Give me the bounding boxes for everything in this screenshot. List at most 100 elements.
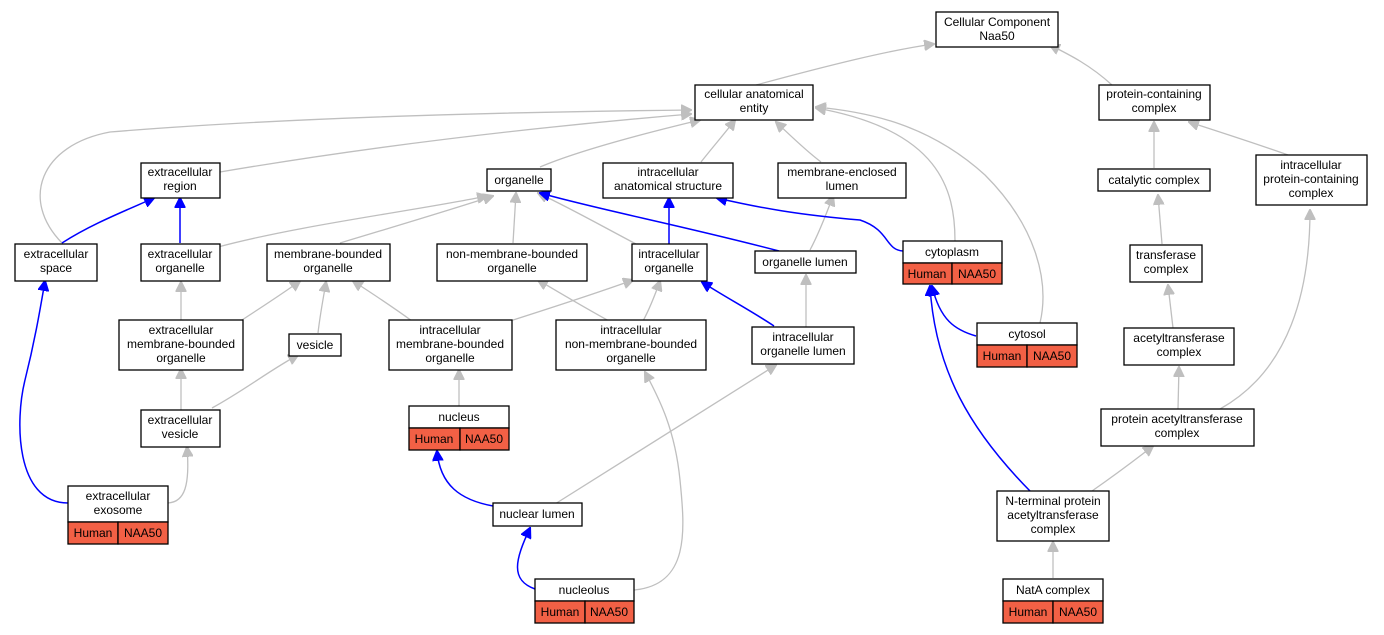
edge: [816, 107, 1044, 324]
node-label-line: anatomical structure: [614, 179, 722, 193]
edge: [1050, 45, 1113, 86]
node-label-line: organelle: [606, 351, 656, 365]
edge: [540, 193, 780, 252]
node-label-line: acetyltransferase: [1007, 508, 1099, 522]
go-node-cytoplasm[interactable]: cytoplasm Human NAA50: [902, 240, 1003, 285]
node-label-line: nuclear lumen: [499, 507, 574, 521]
node-label-line: complex: [1157, 345, 1202, 359]
go-node-membrane-enclosed-lumen[interactable]: membrane-enclosed lumen: [777, 162, 907, 199]
annotation-gene-cell: [584, 600, 635, 624]
go-node-vesicle[interactable]: vesicle: [288, 333, 342, 357]
go-node-protein-acetyltransferase-complex[interactable]: protein acetyltransferase complex: [1100, 408, 1255, 447]
node-label-line: extracellular: [148, 247, 213, 261]
node-label-line: organelle: [644, 261, 694, 275]
node-label-line: membrane-bounded: [274, 247, 382, 261]
go-node-intracellular-organelle-lumen[interactable]: intracellular organelle lumen: [751, 326, 855, 365]
edge: [755, 44, 934, 86]
edge: [717, 198, 904, 252]
edge: [930, 286, 1031, 492]
go-node-nucleus[interactable]: nucleus Human NAA50: [408, 405, 510, 451]
go-node-nucleolus[interactable]: nucleolus Human NAA50: [534, 578, 635, 624]
go-node-n-terminal-protein-acetyltransferase-complex[interactable]: N-terminal protein acetyltransferase com…: [996, 490, 1110, 542]
go-node-extracellular-region[interactable]: extracellular region: [140, 162, 221, 199]
go-node-transferase-complex[interactable]: transferase complex: [1129, 244, 1203, 283]
go-node-nata-complex[interactable]: NatA complex Human NAA50: [1002, 578, 1104, 624]
edge: [61, 198, 154, 244]
node-label-line: membrane-bounded: [127, 337, 235, 351]
edge: [217, 196, 487, 248]
node-label-line: intracellular: [1280, 158, 1341, 172]
edge: [700, 120, 735, 163]
node-label-line: extracellular: [148, 165, 213, 179]
go-node-intracellular-membrane-bounded-organelle[interactable]: intracellular membrane-bounded organelle: [388, 319, 513, 371]
annotation-gene-cell: [459, 427, 510, 451]
go-node-cellular-component-root[interactable]: Cellular Component Naa50: [935, 11, 1059, 48]
edge: [437, 451, 494, 507]
go-node-catalytic-complex[interactable]: catalytic complex: [1097, 168, 1211, 192]
node-label-line: extracellular: [148, 413, 213, 427]
node-label-line: membrane-enclosed: [787, 165, 896, 179]
go-node-cellular-anatomical-entity[interactable]: cellular anatomical entity: [694, 84, 814, 121]
node-label-line: intracellular: [638, 247, 699, 261]
edge: [1178, 367, 1179, 410]
edge: [539, 120, 700, 168]
edge: [1158, 195, 1162, 245]
node-label-line: complex: [1289, 186, 1334, 200]
go-node-intracellular-organelle[interactable]: intracellular organelle: [631, 243, 708, 282]
annotation-species: Human: [541, 605, 580, 619]
go-node-intracellular-non-membrane-bounded-organelle[interactable]: intracellular non-membrane-bounded organ…: [555, 319, 707, 371]
go-node-membrane-bounded-organelle[interactable]: membrane-bounded organelle: [266, 243, 391, 282]
go-node-nuclear-lumen[interactable]: nuclear lumen: [492, 502, 583, 527]
edge: [339, 196, 493, 244]
node-label-line: space: [40, 261, 72, 275]
node-label-line: complex: [1144, 262, 1189, 276]
go-node-acetyltransferase-complex[interactable]: acetyltransferase complex: [1123, 327, 1235, 366]
go-node-organelle-lumen[interactable]: organelle lumen: [754, 250, 857, 274]
annotation-gene: NAA50: [465, 432, 503, 446]
go-node-extracellular-space[interactable]: extracellular space: [14, 243, 98, 282]
node-label-line: vesicle: [297, 338, 334, 352]
node-label-line: extracellular: [86, 489, 151, 503]
annotation-species: Human: [74, 526, 113, 540]
edge: [702, 282, 775, 327]
annotation-gene: NAA50: [124, 526, 162, 540]
node-label-line: cytoplasm: [925, 245, 979, 259]
go-node-extracellular-organelle[interactable]: extracellular organelle: [140, 243, 221, 282]
annotation-species: Human: [415, 432, 454, 446]
node-label-line: lumen: [826, 179, 859, 193]
node-label-line: nucleolus: [559, 583, 610, 597]
go-node-intracellular-protein-containing-complex[interactable]: intracellular protein-containing complex: [1255, 154, 1368, 206]
annotation-species: Human: [983, 349, 1022, 363]
go-node-intracellular-anatomical-structure[interactable]: intracellular anatomical structure: [602, 162, 734, 199]
node-label-line: transferase: [1136, 248, 1196, 262]
go-node-organelle[interactable]: organelle: [486, 168, 552, 192]
edge: [642, 281, 660, 322]
node-label-line: intracellular: [637, 165, 698, 179]
go-node-extracellular-membrane-bounded-organelle[interactable]: extracellular membrane-bounded organelle: [118, 319, 244, 371]
go-node-cytosol[interactable]: cytosol Human NAA50: [976, 322, 1078, 368]
annotation-species: Human: [908, 267, 947, 281]
annotation-gene: NAA50: [958, 267, 996, 281]
node-label-line: organelle: [425, 351, 475, 365]
node-label-line: nucleus: [438, 410, 479, 424]
go-node-extracellular-vesicle[interactable]: extracellular vesicle: [140, 409, 221, 448]
annotation-gene-cell: [951, 262, 1003, 285]
go-node-non-membrane-bounded-organelle[interactable]: non-membrane-bounded organelle: [436, 243, 588, 282]
node-label-line: non-membrane-bounded: [565, 337, 697, 351]
node-label-line: protein acetyltransferase: [1111, 412, 1243, 426]
node-label-line: organelle: [156, 351, 206, 365]
node-label-line: organelle lumen: [762, 255, 847, 269]
edge: [1168, 285, 1173, 329]
node-label-line: organelle lumen: [760, 344, 845, 358]
annotation-gene: NAA50: [1033, 349, 1071, 363]
node-label-line: Naa50: [979, 29, 1015, 43]
annotation-gene: NAA50: [590, 605, 628, 619]
node-label-line: region: [163, 179, 196, 193]
go-node-extracellular-exosome[interactable]: extracellular exosome Human NAA50: [67, 485, 169, 545]
edge: [19, 281, 69, 504]
go-node-protein-containing-complex[interactable]: protein-containing complex: [1098, 84, 1211, 121]
node-label-line: Cellular Component: [944, 15, 1051, 29]
node-label-line: exosome: [94, 503, 143, 517]
edge: [241, 281, 300, 321]
